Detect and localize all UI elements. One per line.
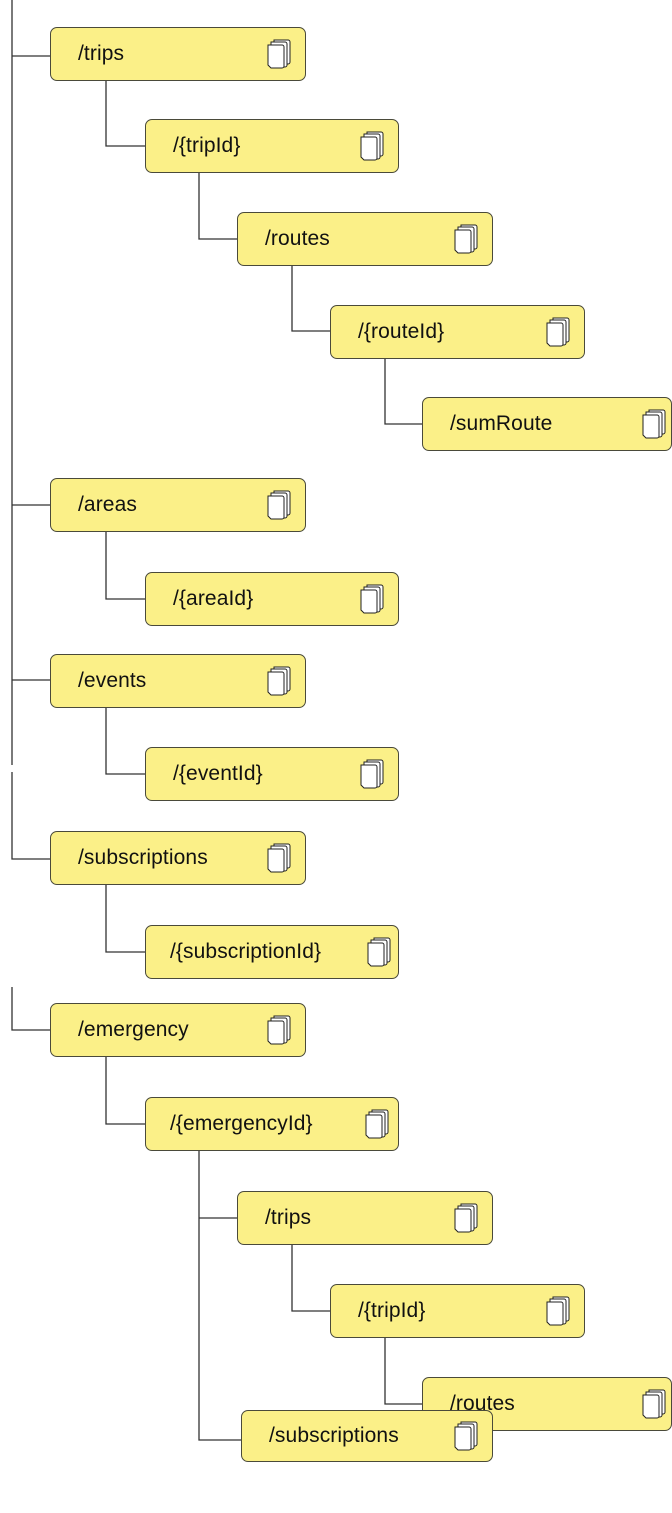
document-stack-icon bbox=[546, 317, 570, 347]
connector-tripId-routes bbox=[198, 172, 237, 240]
node-label: /{eventId} bbox=[173, 762, 263, 785]
node-label: /subscriptions bbox=[269, 1424, 399, 1447]
node-label: /areas bbox=[78, 493, 137, 516]
document-stack-icon bbox=[267, 666, 291, 696]
node-label: /trips bbox=[78, 42, 125, 65]
connector-routes-routeId bbox=[291, 265, 330, 332]
node-label: /{routeId} bbox=[358, 320, 445, 343]
connector-tripId-routes-em bbox=[384, 1338, 422, 1405]
resource-node-emergencyId[interactable]: /{emergencyId} bbox=[145, 1097, 399, 1151]
document-stack-icon bbox=[367, 937, 391, 967]
connector-routeId-sumRoute bbox=[384, 358, 422, 425]
document-stack-icon bbox=[454, 1421, 478, 1451]
resource-node-emergency[interactable]: /emergency bbox=[50, 1003, 306, 1057]
connector-events-eventId bbox=[105, 707, 145, 775]
root-trunk-subscriptions bbox=[11, 772, 50, 860]
node-label: /{tripId} bbox=[358, 1299, 426, 1322]
node-label: /sumRoute bbox=[450, 412, 553, 435]
node-label: /{subscriptionId} bbox=[170, 940, 322, 963]
resource-node-tripId[interactable]: /{tripId} bbox=[145, 119, 399, 173]
resource-node-emergency-trips[interactable]: /trips bbox=[237, 1191, 493, 1245]
document-stack-icon bbox=[360, 584, 384, 614]
document-stack-icon bbox=[267, 490, 291, 520]
node-label: /{emergencyId} bbox=[170, 1112, 313, 1135]
document-stack-icon bbox=[360, 759, 384, 789]
resource-node-trips[interactable]: /trips bbox=[50, 27, 306, 81]
document-stack-icon bbox=[642, 409, 666, 439]
resource-node-events[interactable]: /events bbox=[50, 654, 306, 708]
node-label: /{tripId} bbox=[173, 134, 241, 157]
connector-subscriptions-subscriptionId bbox=[105, 884, 145, 953]
resource-node-subscriptions[interactable]: /subscriptions bbox=[50, 831, 306, 885]
resource-node-areas[interactable]: /areas bbox=[50, 478, 306, 532]
document-stack-icon bbox=[454, 1203, 478, 1233]
document-stack-icon bbox=[267, 39, 291, 69]
connector-emergency-emergencyId bbox=[105, 1057, 145, 1125]
resource-node-sumRoute[interactable]: /sumRoute bbox=[422, 397, 672, 451]
document-stack-icon bbox=[267, 1015, 291, 1045]
resource-node-routeId[interactable]: /{routeId} bbox=[330, 305, 585, 359]
resource-node-emergency-tripId[interactable]: /{tripId} bbox=[330, 1284, 585, 1338]
connector-trips-tripId bbox=[105, 80, 145, 147]
node-label: /trips bbox=[265, 1206, 312, 1229]
document-stack-icon bbox=[642, 1389, 666, 1419]
connector-areas-areaId bbox=[105, 531, 145, 600]
node-label: /{areaId} bbox=[173, 587, 254, 610]
resource-node-eventId[interactable]: /{eventId} bbox=[145, 747, 399, 801]
document-stack-icon bbox=[454, 224, 478, 254]
document-stack-icon bbox=[546, 1296, 570, 1326]
resource-node-subscriptionId[interactable]: /{subscriptionId} bbox=[145, 925, 399, 979]
node-label: /subscriptions bbox=[78, 846, 208, 869]
document-stack-icon bbox=[360, 131, 384, 161]
connector-emergencyId-children bbox=[198, 1151, 241, 1441]
document-stack-icon bbox=[267, 843, 291, 873]
node-label: /routes bbox=[450, 1392, 515, 1415]
connector-trips-tripId-em bbox=[291, 1245, 330, 1312]
node-label: /routes bbox=[265, 227, 330, 250]
root-trunk-emergency bbox=[11, 987, 50, 1031]
document-stack-icon bbox=[365, 1109, 389, 1139]
resource-node-areaId[interactable]: /{areaId} bbox=[145, 572, 399, 626]
node-label: /emergency bbox=[78, 1018, 189, 1041]
node-label: /events bbox=[78, 669, 147, 692]
resource-node-routes[interactable]: /routes bbox=[237, 212, 493, 266]
resource-node-emergency-subscriptions[interactable]: /subscriptions bbox=[241, 1410, 493, 1462]
